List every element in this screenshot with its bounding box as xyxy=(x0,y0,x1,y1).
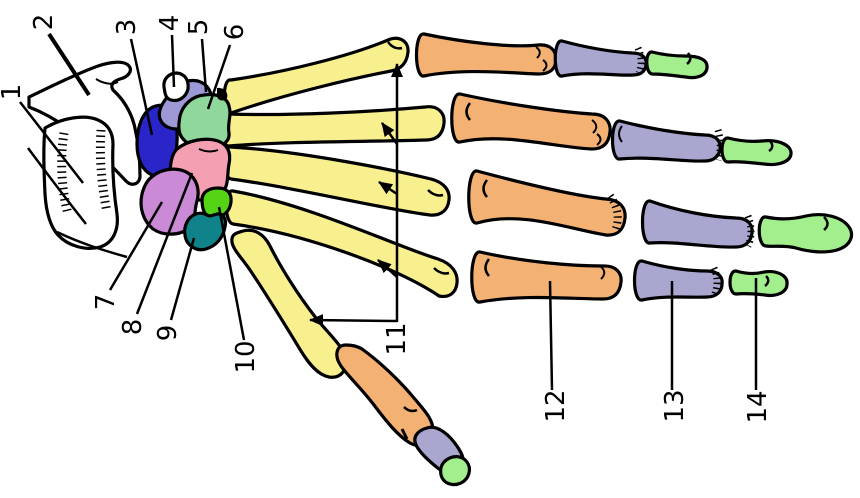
ring-middle-head-hatch xyxy=(714,128,724,162)
label-4-leader-line-1 xyxy=(170,34,176,88)
label-12-text: 12 xyxy=(541,389,571,422)
label-14-text: 14 xyxy=(743,390,773,423)
label-10-leader-line-1 xyxy=(217,206,246,341)
pinky-metacarpal xyxy=(222,36,410,115)
sketch-line-lower-a xyxy=(26,147,87,225)
mc3-head-mark xyxy=(427,189,444,197)
label-8-text: 8 xyxy=(118,319,148,336)
ring-metacarpal xyxy=(220,105,446,148)
label-5-text: 5 xyxy=(184,19,214,36)
thumb-proximal-mark xyxy=(403,406,418,413)
ring-middle-base-mark xyxy=(618,125,623,143)
label-7-text: 7 xyxy=(91,294,121,311)
label-5-leader-line-1 xyxy=(200,38,208,93)
label-8: 8 xyxy=(118,172,194,336)
label-1: 1 xyxy=(0,84,84,184)
middle-metacarpal xyxy=(222,145,451,217)
label-9-leader-line-1 xyxy=(169,237,196,321)
label-5: 5 xyxy=(184,19,214,93)
carpal-teal xyxy=(183,211,228,252)
ring-proximal-head-marks xyxy=(591,119,602,146)
sketch-line-lower-b xyxy=(56,230,128,259)
middle-proximal-head-hatch xyxy=(606,193,622,233)
label-14: 14 xyxy=(743,278,773,424)
label-7-leader-line-1 xyxy=(108,201,164,291)
label-11-leader-line-5 xyxy=(309,314,398,327)
carpal-green xyxy=(177,92,232,150)
ring-proximal-base-mark xyxy=(465,102,472,121)
pinky-proximal-head-marks xyxy=(535,46,548,72)
label-7: 7 xyxy=(91,201,164,311)
pinky-proximal-phalanx xyxy=(414,32,558,78)
label-8-leader-line-1 xyxy=(135,172,194,315)
middle-proximal-base-mark xyxy=(482,179,489,198)
index-proximal-base-mark xyxy=(484,258,491,277)
index-middle-phalanx xyxy=(632,259,724,302)
ring-proximal-phalanx xyxy=(450,92,612,151)
label-11-leader-line-2 xyxy=(380,122,399,145)
label-6: 6 xyxy=(206,24,250,110)
label-3-leader-line-1 xyxy=(129,38,154,136)
label-13-text: 13 xyxy=(660,389,690,422)
middle-distal-phalanx xyxy=(757,213,854,254)
pinky-distal-mark xyxy=(686,52,692,65)
label-4: 4 xyxy=(155,15,185,88)
bone-detail-marks-layer xyxy=(26,41,829,440)
ring-middle-phalanx xyxy=(610,119,722,163)
ring-distal-mark xyxy=(768,140,774,153)
index-proximal-phalanx xyxy=(470,250,623,304)
pinky-distal-phalanx xyxy=(645,50,709,80)
label-11-leader-line-3 xyxy=(378,180,398,196)
mc2-head-mark xyxy=(433,267,450,275)
pink-carpal-line xyxy=(198,148,219,153)
label-10: 10 xyxy=(217,206,261,374)
radius-notch xyxy=(95,78,119,85)
ring-distal-phalanx xyxy=(720,136,793,167)
carpal-gap-shadow xyxy=(216,87,228,101)
index-metacarpal xyxy=(224,189,459,299)
label-6-text: 6 xyxy=(220,24,250,41)
middle-middle-head-hatch xyxy=(744,214,755,248)
index-distal-phalanx xyxy=(728,269,789,298)
label-2-text: 2 xyxy=(29,14,59,31)
label-11-leader-line-4 xyxy=(377,259,398,278)
label-9-text: 9 xyxy=(153,325,183,342)
thumb-metacarpal xyxy=(230,228,348,379)
label-10-text: 10 xyxy=(231,340,261,373)
thumb-proximal-slit xyxy=(400,428,409,440)
bones-layer xyxy=(27,32,854,487)
thumb-proximal-phalanx xyxy=(335,343,435,448)
label-4-text: 4 xyxy=(155,15,185,32)
label-12: 12 xyxy=(541,280,571,423)
label-1-text: 1 xyxy=(0,84,27,101)
label-9: 9 xyxy=(153,237,196,342)
label-12-leader-line-1 xyxy=(548,280,554,391)
index-proximal-head-mark xyxy=(599,265,606,280)
label-2-leader-line-1 xyxy=(47,32,91,97)
middle-proximal-phalanx xyxy=(467,169,627,237)
label-13: 13 xyxy=(660,281,690,423)
index-distal-mark xyxy=(764,275,770,287)
label-2: 2 xyxy=(29,14,91,97)
middle-distal-mark xyxy=(823,216,829,231)
label-1-leader-line-1 xyxy=(19,101,84,184)
label-3: 3 xyxy=(112,19,154,136)
pinky-middle-phalanx xyxy=(553,39,648,78)
carpal-white xyxy=(162,71,190,103)
label-3-text: 3 xyxy=(112,19,142,36)
label-11: 11 xyxy=(309,63,412,356)
middle-middle-phalanx xyxy=(640,199,754,249)
label-6-leader-line-1 xyxy=(206,44,232,110)
index-middle-head-hatch xyxy=(710,266,721,298)
label-11-text: 11 xyxy=(382,322,412,355)
mc5-head-mark xyxy=(387,41,403,50)
thumb-distal-tip xyxy=(439,455,472,487)
